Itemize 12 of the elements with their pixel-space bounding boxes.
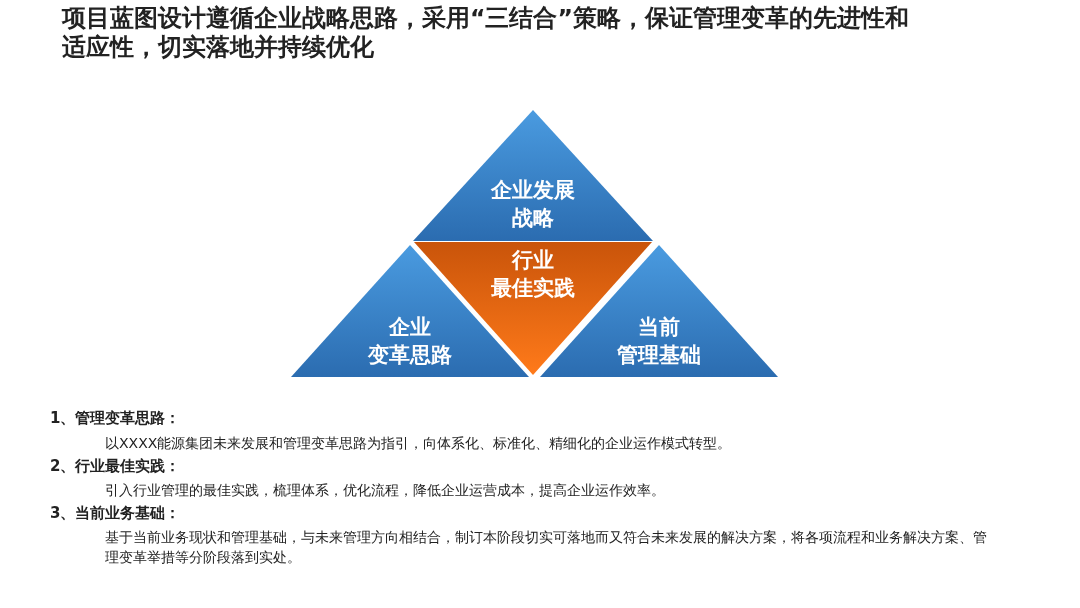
node-label: 企业变革思路 xyxy=(367,314,453,369)
paragraph: 以XXXX能源集团未来发展和管理变革思路为指引，向体系化、标准化、精细化的企业运作模式转型。 xyxy=(105,434,733,453)
title: 项目蓝图设计遵循企业战略思路，采用“三结合”策略，保证管理变革的先进性和适应性，切实落地并持续优化 xyxy=(62,4,910,62)
node-label: 当前管理基础 xyxy=(616,314,702,369)
triangle-box xyxy=(413,110,653,241)
section-heading: 1、管理变革思路： xyxy=(50,408,182,428)
section-heading: 3、当前业务基础： xyxy=(50,503,182,523)
section-heading: 2、行业最佳实践： xyxy=(50,456,182,476)
node-label: 行业最佳实践 xyxy=(490,247,576,302)
paragraph: 引入行业管理的最佳实践，梳理体系，优化流程，降低企业运营成本，提高企业运作效率。 xyxy=(105,481,666,500)
paragraph: 基于当前业务现状和管理基础，与未来管理方向相结合，制订本阶段切实可落地而又符合未来发展的解决方案，将各项流程和业务解决方案、管理变革举措等分阶段落到实处。 xyxy=(105,528,988,567)
node-label: 企业发展战略 xyxy=(490,177,576,232)
